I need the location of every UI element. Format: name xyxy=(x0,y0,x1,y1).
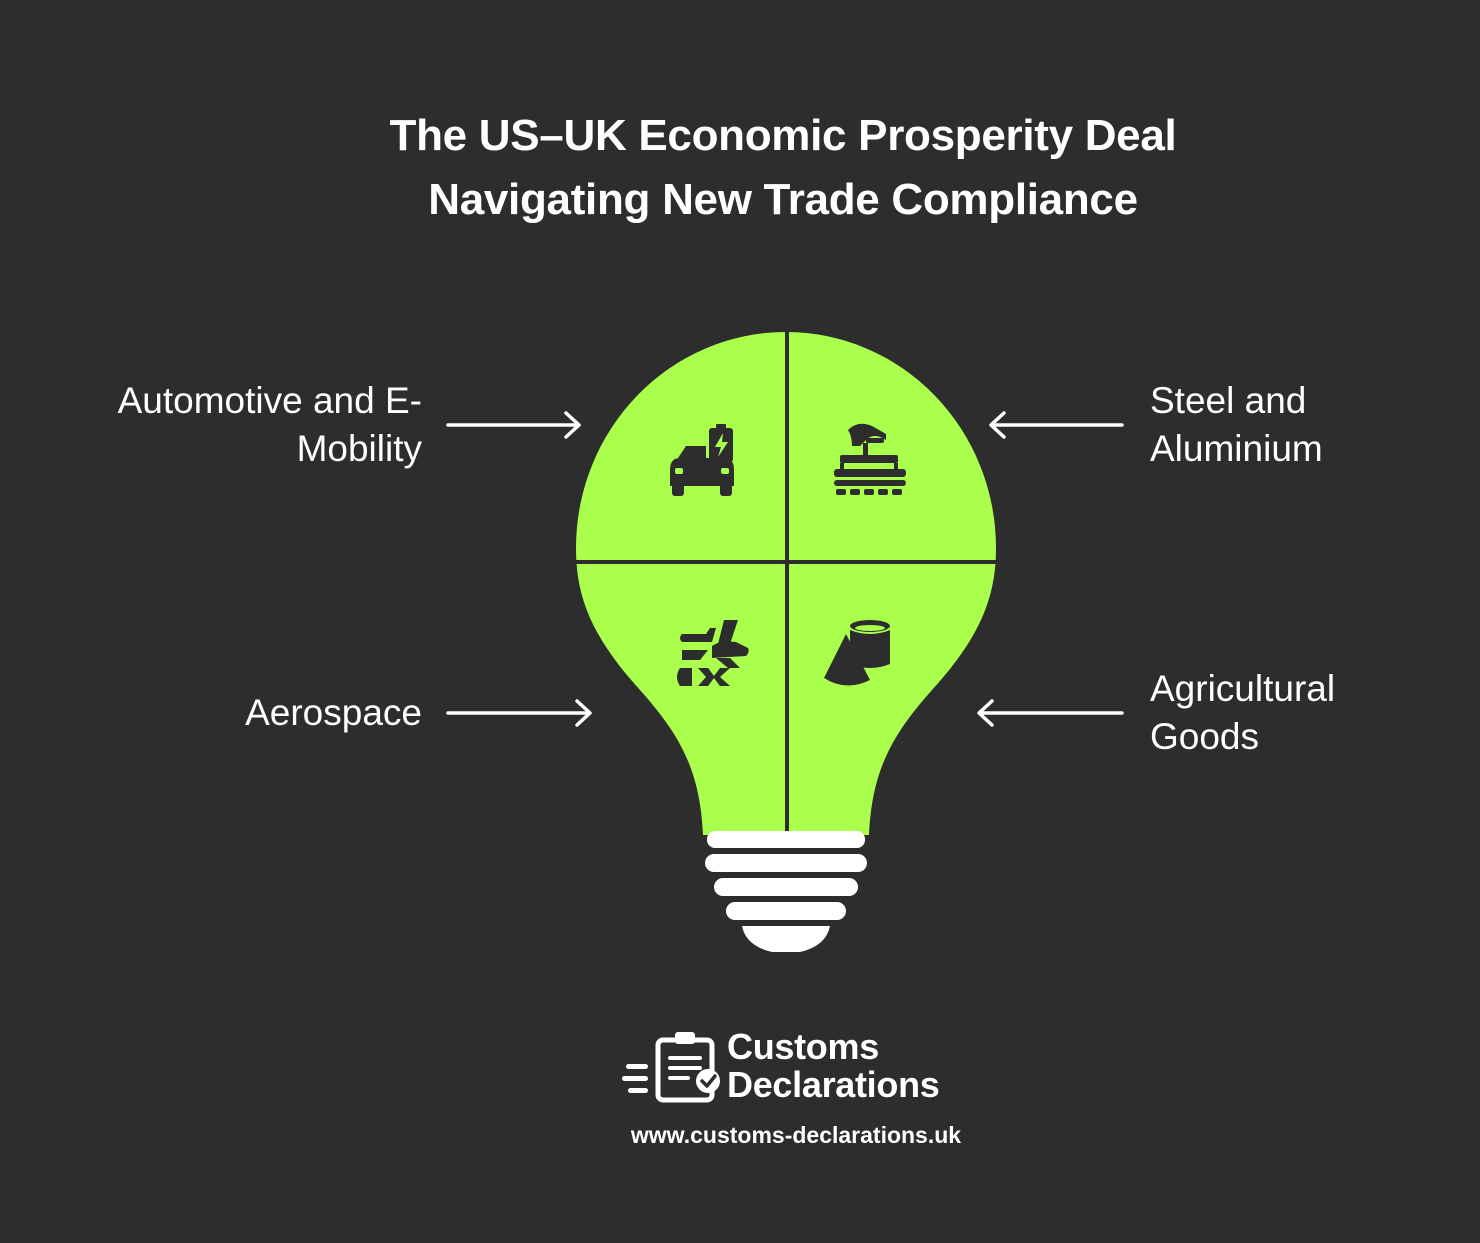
label-automotive-line-2: Mobility xyxy=(296,428,422,469)
robotic-production-line-icon xyxy=(834,423,906,495)
clipboard-check-icon xyxy=(622,1032,720,1103)
arrow-automotive xyxy=(446,411,581,439)
bulb-base xyxy=(705,831,867,952)
cylinder-cone-shapes-icon xyxy=(824,620,890,686)
title-line-2: Navigating New Trade Compliance xyxy=(428,175,1138,224)
arrow-steel xyxy=(989,411,1124,439)
brand-name: Customs Declarations xyxy=(727,1028,940,1104)
label-agricultural: Agricultural Goods xyxy=(1150,665,1335,761)
diagram-title: The US–UK Economic Prosperity Deal Navig… xyxy=(0,104,1480,232)
lightbulb-diagram xyxy=(572,332,1000,952)
label-aerospace: Aerospace xyxy=(245,689,422,737)
arrow-agricultural xyxy=(977,699,1124,727)
label-steel-line-1: Steel and xyxy=(1150,380,1307,421)
arrow-aerospace xyxy=(446,699,592,727)
label-automotive: Automotive and E- Mobility xyxy=(118,377,422,473)
brand-url: www.customs-declarations.uk xyxy=(630,1122,962,1148)
label-aerospace-line-1: Aerospace xyxy=(245,692,422,733)
label-agricultural-line-2: Goods xyxy=(1150,716,1260,757)
label-automotive-line-1: Automotive and E- xyxy=(117,380,422,421)
brand-name-line-2: Declarations xyxy=(727,1064,940,1105)
label-steel: Steel and Aluminium xyxy=(1150,377,1323,473)
title-line-1: The US–UK Economic Prosperity Deal xyxy=(389,111,1177,160)
brand-name-line-1: Customs xyxy=(727,1026,879,1067)
electric-car-icon xyxy=(670,424,734,496)
label-agricultural-line-1: Agricultural xyxy=(1150,668,1336,709)
aircraft-icon xyxy=(677,620,749,686)
label-steel-line-2: Aluminium xyxy=(1150,428,1323,469)
